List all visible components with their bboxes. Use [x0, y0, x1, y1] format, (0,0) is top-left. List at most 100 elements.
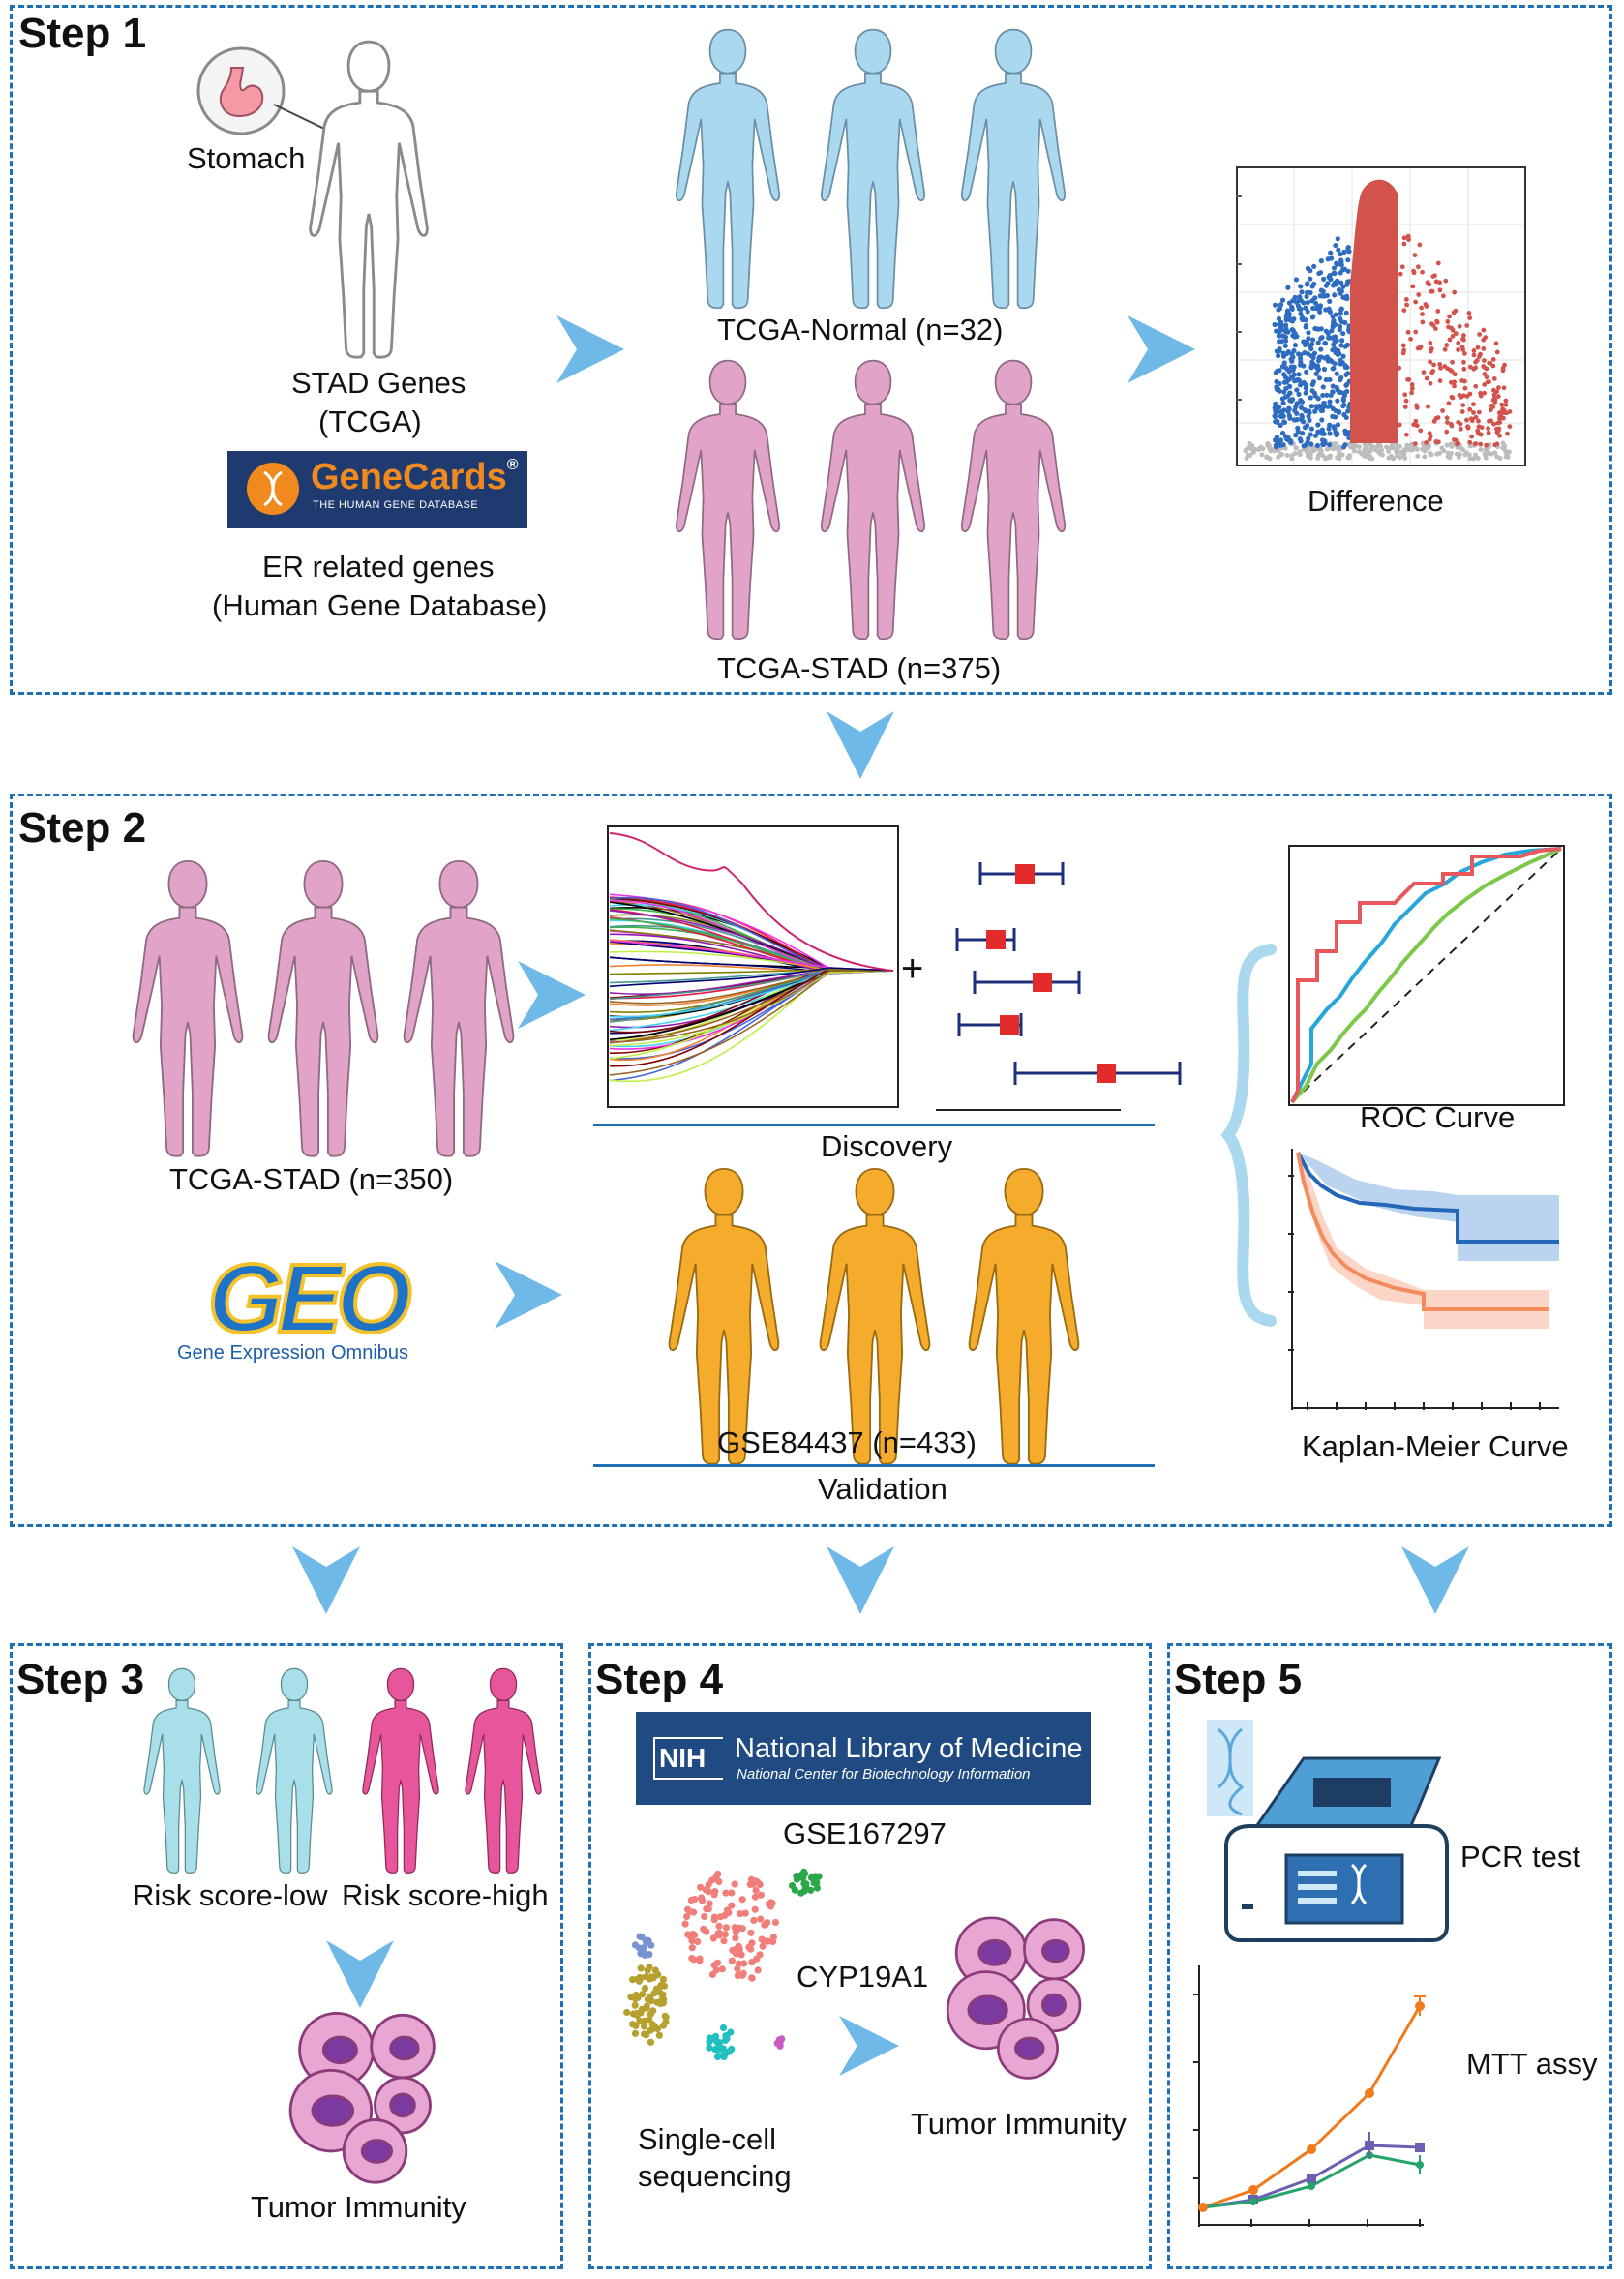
volcano-dot-down: [1335, 261, 1340, 267]
lasso-path: [609, 964, 894, 974]
lasso-path: [609, 933, 894, 975]
volcano-dot-down: [1334, 338, 1339, 344]
volcano-dot-down: [1313, 300, 1319, 307]
tsne-cell-dot: [683, 1913, 691, 1921]
tsne-cell-dot: [720, 2053, 728, 2060]
volcano-dot-down: [1331, 317, 1337, 324]
volcano-dot-ns: [1471, 456, 1477, 462]
volcano-dot-ns: [1482, 451, 1488, 457]
volcano-dot-up: [1467, 315, 1473, 321]
genecards-name-text: GeneCards: [311, 457, 507, 497]
tcga-stad-human-1: [127, 856, 249, 1164]
volcano-dot-down: [1296, 372, 1302, 377]
volcano-dot-up: [1486, 430, 1491, 435]
volcano-dot-up: [1457, 392, 1462, 398]
tsne-cell-dot: [659, 1975, 668, 1983]
volcano-dot-up: [1460, 336, 1465, 342]
tsne-cell-dot: [642, 1936, 649, 1944]
gse-human-3: [963, 1164, 1085, 1472]
volcano-dot-up: [1482, 390, 1488, 396]
volcano-dot-up: [1411, 422, 1417, 428]
arrow-right-5: [839, 2016, 899, 2076]
step3-title: Step 3: [16, 1656, 145, 1703]
volcano-dot-up: [1449, 423, 1455, 429]
volcano-dot-up: [1474, 358, 1480, 363]
volcano-dot-ns: [1377, 449, 1383, 455]
tsne-cell-dot: [731, 1880, 738, 1888]
volcano-dot-down: [1332, 292, 1338, 298]
volcano-dot-up: [1505, 431, 1510, 436]
volcano-dot-down: [1287, 415, 1293, 421]
volcano-dot-up: [1410, 284, 1416, 289]
tsne-cell-dot: [705, 1905, 712, 1913]
volcano-dot-down: [1335, 431, 1340, 436]
volcano-dot-down: [1318, 270, 1324, 276]
volcano-dot-down: [1302, 406, 1308, 413]
volcano-dot-down: [1285, 393, 1291, 399]
step2-title: Step 2: [18, 804, 147, 852]
volcano-dot-down: [1279, 364, 1285, 370]
volcano-dot-down: [1319, 417, 1325, 423]
lasso-path: [609, 970, 894, 1044]
volcano-dot-ns: [1445, 454, 1451, 460]
volcano-dot-up: [1445, 319, 1451, 324]
volcano-dot-up: [1459, 377, 1465, 383]
volcano-dot-down: [1321, 276, 1327, 283]
volcano-dot-ns: [1426, 445, 1431, 451]
volcano-dot-ns: [1333, 445, 1338, 451]
tsne-cell-dot: [681, 1920, 689, 1928]
volcano-dot-up: [1467, 439, 1473, 445]
volcano-dot-down: [1333, 242, 1338, 249]
volcano-dot-up: [1499, 411, 1504, 417]
volcano-dot-down: [1345, 246, 1351, 252]
tsne-cell-dot: [641, 2030, 648, 2038]
volcano-dot-ns: [1484, 446, 1489, 452]
volcano-dot-ns: [1386, 448, 1392, 454]
volcano-dot-down: [1278, 322, 1284, 328]
volcano-dot-up: [1466, 311, 1472, 315]
volcano-dot-up: [1420, 269, 1425, 275]
tsne-cell-dot: [761, 1937, 768, 1945]
volcano-dot-up: [1503, 402, 1509, 407]
volcano-dot-ns: [1415, 453, 1421, 459]
volcano-dot-down: [1338, 290, 1343, 296]
volcano-dot-down: [1278, 437, 1284, 443]
volcano-dot-down: [1333, 312, 1338, 317]
volcano-dot-down: [1291, 417, 1297, 423]
volcano-dot-up: [1501, 385, 1507, 391]
volcano-dot-up: [1412, 253, 1418, 258]
volcano-dot-down: [1290, 354, 1296, 360]
volcano-dot-up: [1433, 326, 1438, 331]
volcano-dot-ns: [1363, 449, 1368, 455]
arrow-down-4: [1401, 1546, 1469, 1614]
volcano-dot-ns: [1404, 442, 1410, 448]
tsne-cell-dot: [647, 2010, 654, 2018]
volcano-dot-down: [1295, 351, 1302, 357]
tsne-cell-dot: [636, 1933, 644, 1940]
tcga-normal-label: TCGA-Normal (n=32): [717, 313, 1004, 346]
volcano-dot-up: [1490, 356, 1496, 362]
volcano-dot-up: [1409, 390, 1414, 396]
volcano-dot-down: [1315, 429, 1321, 435]
km-label: Kaplan-Meier Curve: [1302, 1429, 1569, 1463]
volcano-dot-ns: [1489, 451, 1494, 457]
volcano-dot-down: [1277, 368, 1282, 374]
volcano-dot-down: [1278, 422, 1283, 429]
volcano-dot-down: [1321, 366, 1328, 373]
stad-human-3: [956, 356, 1070, 646]
tsne-cell-dot: [791, 1886, 798, 1894]
lasso-path: [609, 970, 894, 1076]
volcano-dot-ns: [1391, 456, 1397, 462]
tsne-cell-dot: [810, 1879, 818, 1887]
volcano-dot-ns: [1247, 440, 1252, 446]
volcano-dot-up: [1400, 343, 1406, 348]
volcano-dot-up: [1440, 293, 1446, 299]
tsne-cell-dot: [776, 2040, 784, 2048]
volcano-dot-down: [1325, 256, 1331, 262]
volcano-dot-down: [1282, 338, 1289, 344]
volcano-dot-up: [1424, 440, 1429, 445]
volcano-dot-down: [1283, 326, 1289, 332]
volcano-dot-ns: [1324, 446, 1330, 452]
tsne-cell-dot: [728, 1957, 736, 1964]
roc-label: ROC Curve: [1360, 1100, 1516, 1134]
